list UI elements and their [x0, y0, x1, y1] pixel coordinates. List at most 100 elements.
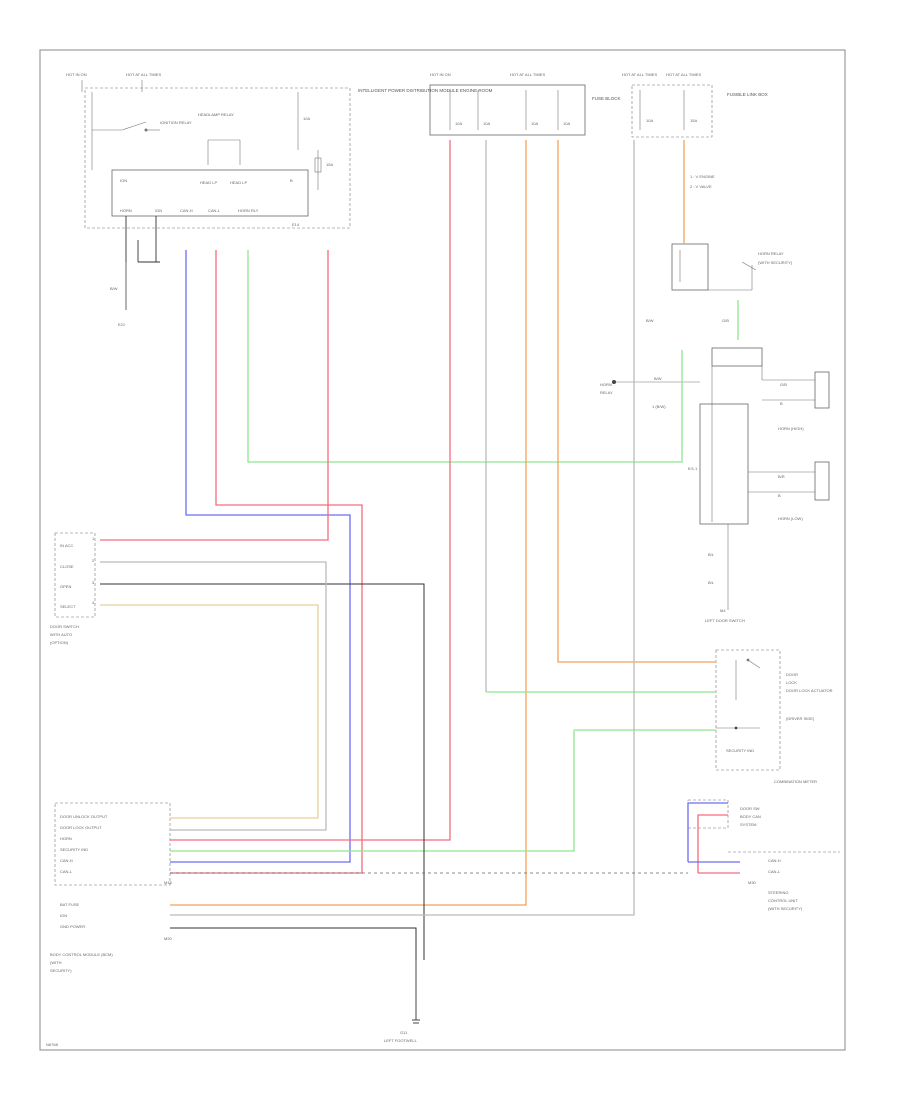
wire-green-horn [247, 250, 683, 463]
wire-gray-right [170, 140, 635, 916]
svg-text:B: B [778, 493, 781, 498]
label-headlamp-relay: HEADLAMP RELAY [198, 112, 234, 117]
label-top-center-2: HOT AT ALL TIMES [510, 72, 545, 77]
svg-text:E14: E14 [292, 222, 300, 227]
label-horn-low: HORN (LOW) [778, 516, 803, 521]
svg-text:HORN: HORN [600, 382, 612, 387]
svg-text:B/W: B/W [110, 286, 118, 291]
label-horn-relay-right: HORN RELAY [758, 251, 784, 256]
wire-dark-gnd [100, 583, 425, 960]
svg-text:SYSTEM: SYSTEM [740, 822, 756, 827]
svg-text:IN ACC: IN ACC [60, 543, 73, 548]
svg-text:CAN-H: CAN-H [180, 208, 193, 213]
svg-text:(OPTION): (OPTION) [50, 640, 69, 645]
label-body-module: BODY CONTROL MODULE (BCM) [50, 952, 113, 957]
label-horn-high: HORN (HIGH) [778, 426, 804, 431]
svg-text:CAN-H: CAN-H [768, 858, 781, 863]
wire-pink-right [697, 814, 728, 873]
svg-text:M20: M20 [164, 936, 173, 941]
svg-text:10A: 10A [531, 121, 538, 126]
svg-text:B/L: B/L [708, 552, 715, 557]
svg-text:(WITH SECURITY): (WITH SECURITY) [768, 906, 803, 911]
wire-tan-select [100, 604, 319, 819]
svg-text:WITH AUTO: WITH AUTO [50, 632, 72, 637]
svg-text:SELECT: SELECT [60, 604, 76, 609]
svg-text:SECURITY IND: SECURITY IND [60, 847, 88, 852]
svg-text:2 : V VALVE: 2 : V VALVE [690, 184, 712, 189]
svg-text:HORN RLY: HORN RLY [238, 208, 259, 213]
svg-text:HEAD LP: HEAD LP [200, 180, 217, 185]
svg-text:10A: 10A [646, 118, 653, 123]
wire-orange-fuse [170, 140, 527, 906]
svg-text:B: B [780, 401, 783, 406]
svg-text:HORN: HORN [60, 836, 72, 841]
ipdm-block: HOT IN ON HOT AT ALL TIMES IGNITION RELA… [66, 72, 493, 327]
svg-text:G/B: G/B [780, 382, 787, 387]
bcm-left-block: IN ACC CLOSE OPEN SELECT 1 2 3 4 DOOR SW… [50, 532, 96, 645]
svg-text:4: 4 [92, 600, 95, 605]
bottom-right-module: DOOR SW BODY CAN SYSTEM CAN-H CAN-L M30 … [687, 799, 840, 911]
svg-text:BODY CAN: BODY CAN [740, 814, 761, 819]
svg-text:RELAY: RELAY [600, 390, 613, 395]
svg-text:OPEN: OPEN [60, 584, 71, 589]
fusible-link-box: HOT AT ALL TIMES HOT AT ALL TIMES 10A 15… [622, 72, 793, 323]
wire-blue-bcm [170, 250, 351, 863]
svg-text:(WITH SECURITY): (WITH SECURITY) [758, 260, 793, 265]
svg-text:M30: M30 [748, 880, 757, 885]
svg-text:10A: 10A [483, 121, 490, 126]
label-bcm-ground: G11 [400, 1030, 408, 1035]
wire-pink-horn [100, 250, 329, 541]
label-top-left-1: HOT IN ON [66, 72, 87, 77]
svg-text:CAN-L: CAN-L [208, 208, 221, 213]
svg-text:DOOR UNLOCK OUTPUT: DOOR UNLOCK OUTPUT [60, 814, 108, 819]
label-fuse-block-note: FUSE BLOCK [592, 96, 621, 101]
wire-gray-close [100, 561, 327, 831]
svg-text:HEAD LP: HEAD LP [230, 180, 247, 185]
svg-text:15A: 15A [690, 118, 697, 123]
svg-text:CAN-H: CAN-H [60, 858, 73, 863]
svg-text:BAT FUSE: BAT FUSE [60, 902, 80, 907]
svg-text:LOCK: LOCK [786, 680, 797, 685]
label-engine-ground: E21 [118, 322, 126, 327]
svg-text:CAN-L: CAN-L [768, 869, 781, 874]
wire-green-ind-down [170, 730, 575, 852]
label-combination-meter: COMBINATION METER [774, 779, 817, 784]
label-fuse-right-note: FUSIBLE LINK BOX [727, 92, 768, 97]
label-door-switch: DOOR SWITCH [50, 624, 79, 629]
svg-text:B/L: B/L [708, 580, 715, 585]
wire-blue-right [687, 802, 728, 862]
door-lock-block: DOOR LOCK DOOR LOCK ACTUATOR (DRIVER SID… [715, 649, 833, 784]
svg-text:G/B: G/B [722, 318, 729, 323]
svg-text:HORN: HORN [120, 208, 132, 213]
label-corner-code: N6768 [46, 1042, 59, 1047]
svg-text:B/W: B/W [654, 376, 662, 381]
label-top-left-2: HOT AT ALL TIMES [126, 72, 161, 77]
svg-text:2: 2 [92, 558, 95, 563]
svg-text:10A: 10A [303, 116, 310, 121]
svg-text:M18: M18 [164, 880, 173, 885]
label-ipdm-note: INTELLIGENT POWER DISTRIBUTION MODULE EN… [358, 88, 493, 93]
svg-text:CLOSE: CLOSE [60, 564, 74, 569]
svg-text:15A: 15A [326, 162, 333, 167]
svg-text:IGN: IGN [120, 178, 127, 183]
wire-orange-door [557, 140, 716, 663]
label-bottom-ground: LEFT FOOTWELL [384, 1038, 418, 1043]
svg-text:(WITH: (WITH [50, 960, 62, 965]
bottom-ground: G11 LEFT FOOTWELL [384, 960, 420, 1043]
svg-text:IGN: IGN [60, 913, 67, 918]
label-ignition-relay: IGNITION RELAY [160, 120, 192, 125]
bcm-connector: DOOR UNLOCK OUTPUT DOOR LOCK OUTPUT HORN… [50, 802, 173, 973]
label-top-right-2: HOT AT ALL TIMES [666, 72, 701, 77]
svg-text:STEERING: STEERING [768, 890, 788, 895]
wire-dark-gnd2 [170, 927, 417, 960]
wires-layer [100, 140, 740, 960]
svg-text:3: 3 [92, 580, 95, 585]
svg-text:(DRIVER SIDE): (DRIVER SIDE) [786, 716, 815, 721]
svg-text:B/R: B/R [778, 474, 785, 479]
label-door-lock-actuator: DOOR LOCK ACTUATOR [786, 688, 833, 693]
svg-text:CONTROL UNIT: CONTROL UNIT [768, 898, 798, 903]
svg-text:E/1.1: E/1.1 [688, 466, 698, 471]
wire-pink-fuse1 [170, 140, 451, 841]
svg-text:SECURITY): SECURITY) [50, 968, 72, 973]
diagram-frame [39, 49, 846, 1051]
